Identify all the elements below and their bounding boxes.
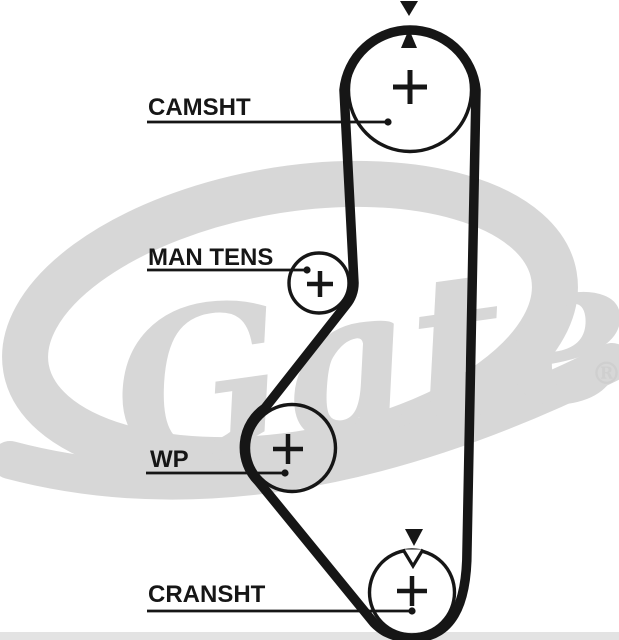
callout-labels: CAMSHT MAN TENS WP CRANSHT (148, 94, 273, 608)
camshaft-label: CAMSHT (148, 94, 251, 121)
tensioner-label: MAN TENS (148, 244, 273, 271)
crankshaft-plus-mark (397, 576, 427, 606)
timing-arrows (400, 1, 423, 546)
water-pump-plus-mark (273, 434, 303, 464)
watermark-bottom-band (0, 632, 619, 640)
water-pump-label: WP (150, 446, 189, 473)
callout-dots (281, 118, 416, 615)
tensioner-leader-dot (303, 266, 311, 274)
timing-belt-path (239, 25, 481, 640)
crankshaft-label: CRANSHT (148, 581, 266, 608)
registered-trademark: ® (591, 356, 619, 392)
tensioner-pulley-circle (287, 251, 351, 315)
belt-alignment-arrow-upper (400, 1, 418, 16)
pulley-center-marks (273, 70, 427, 606)
water-pump-leader-dot (281, 469, 289, 477)
crankshaft-keyway-notch (401, 548, 425, 570)
tensioner-plus-mark (307, 271, 333, 297)
camshaft-plus-mark (393, 70, 427, 104)
crankshaft-timing-arrow (405, 529, 423, 546)
crankshaft-leader-dot (408, 607, 416, 615)
belt-alignment-arrow-lower (401, 29, 417, 48)
camshaft-leader-dot (384, 118, 392, 126)
